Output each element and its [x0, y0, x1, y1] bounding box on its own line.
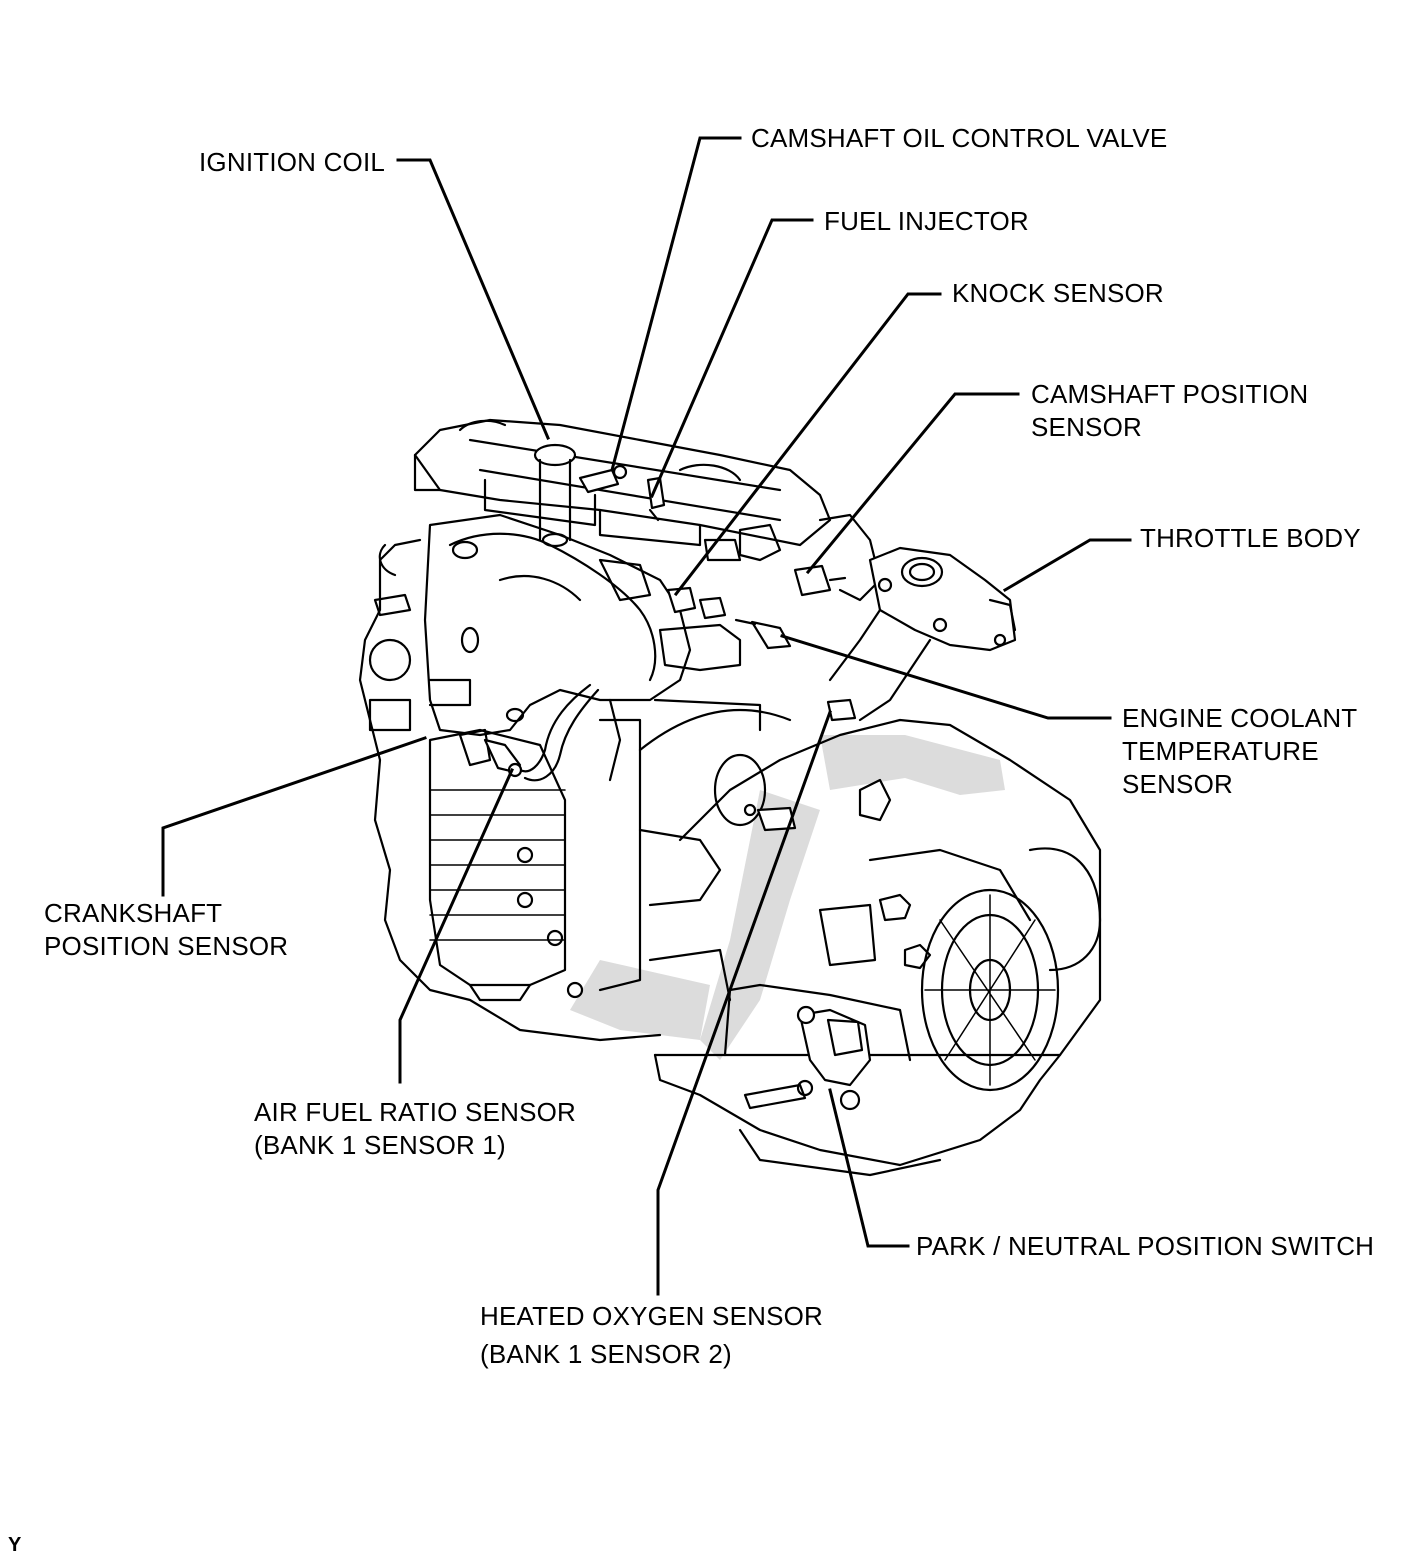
park-neutral-position-switch	[743, 1005, 872, 1111]
label-air-fuel-ratio-sensor: AIR FUEL RATIO SENSOR (BANK 1 SENSOR 1)	[254, 1096, 576, 1162]
label-ect-line2: TEMPERATURE	[1122, 736, 1319, 766]
label-af-line2: (BANK 1 SENSOR 1)	[254, 1130, 506, 1160]
label-crankshaft-line1: CRANKSHAFT	[44, 898, 223, 928]
corner-mark: Y	[8, 1534, 22, 1556]
leader-fuel-injector	[650, 218, 814, 498]
exhaust-manifold	[423, 513, 762, 782]
coolant-temp-sensor-shape	[734, 618, 792, 650]
label-ho2-line2: (BANK 1 SENSOR 2)	[480, 1339, 732, 1369]
leader-ignition-coil	[396, 158, 550, 440]
leader-air-fuel-ratio-sensor	[398, 768, 514, 1084]
label-ignition-coil: IGNITION COIL	[199, 146, 385, 179]
knock-sensor-shape	[666, 586, 697, 614]
leader-heated-oxygen-sensor	[656, 710, 832, 1296]
engine-block	[358, 538, 792, 1042]
leader-engine-coolant-temperature-sensor	[780, 634, 1112, 720]
leader-park-neutral-position-switch	[828, 1088, 910, 1248]
leader-camshaft-oil-control-valve	[610, 136, 742, 472]
leader-knock-sensor	[673, 292, 942, 597]
label-throttle-body: THROTTLE BODY	[1140, 522, 1361, 555]
label-camshaft-position-sensor-line2: SENSOR	[1031, 412, 1143, 442]
cylinder-head	[413, 418, 882, 602]
label-park-neutral-position-switch: PARK / NEUTRAL POSITION SWITCH	[916, 1230, 1374, 1263]
label-af-line1: AIR FUEL RATIO SENSOR	[254, 1097, 577, 1127]
label-knock-sensor: KNOCK SENSOR	[952, 277, 1164, 310]
label-camshaft-position-sensor-line1: CAMSHAFT POSITION	[1031, 379, 1309, 409]
catalytic-converter	[428, 728, 584, 1002]
leader-lines	[161, 136, 1132, 1296]
air-fuel-ratio-sensor-shape	[483, 738, 523, 778]
label-heated-oxygen-sensor: HEATED OXYGEN SENSOR (BANK 1 SENSOR 2)	[480, 1297, 823, 1373]
shaded-regions	[570, 735, 1005, 1060]
label-camshaft-oil-control-valve: CAMSHAFT OIL CONTROL VALVE	[751, 122, 1167, 155]
label-pnp-text: PARK / NEUTRAL POSITION SWITCH	[916, 1231, 1375, 1261]
leader-crankshaft-position-sensor	[161, 736, 427, 897]
label-crankshaft-position-sensor: CRANKSHAFT POSITION SENSOR	[44, 897, 288, 963]
label-ho2-line1: HEATED OXYGEN SENSOR	[480, 1301, 824, 1331]
label-ect-line1: ENGINE COOLANT	[1122, 703, 1358, 733]
label-engine-coolant-temperature-sensor: ENGINE COOLANT TEMPERATURE SENSOR	[1122, 702, 1357, 801]
label-camshaft-position-sensor: CAMSHAFT POSITION SENSOR	[1031, 378, 1308, 444]
leader-throttle-body	[1002, 538, 1132, 593]
leader-camshaft-position-sensor	[805, 392, 1020, 575]
label-ect-line3: SENSOR	[1122, 769, 1234, 799]
camshaft-position-sensor-shape	[793, 564, 847, 597]
label-camshaft-oil-control-valve-text: CAMSHAFT OIL CONTROL VALVE	[751, 123, 1168, 153]
transaxle	[653, 718, 1102, 1177]
throttle-body-shape	[828, 546, 1017, 722]
label-crankshaft-line2: POSITION SENSOR	[44, 931, 289, 961]
label-fuel-injector: FUEL INJECTOR	[824, 205, 1029, 238]
label-throttle-body-text: THROTTLE BODY	[1140, 523, 1361, 553]
label-ignition-coil-text: IGNITION COIL	[199, 147, 386, 177]
label-knock-sensor-text: KNOCK SENSOR	[952, 278, 1164, 308]
label-fuel-injector-text: FUEL INJECTOR	[824, 206, 1029, 236]
